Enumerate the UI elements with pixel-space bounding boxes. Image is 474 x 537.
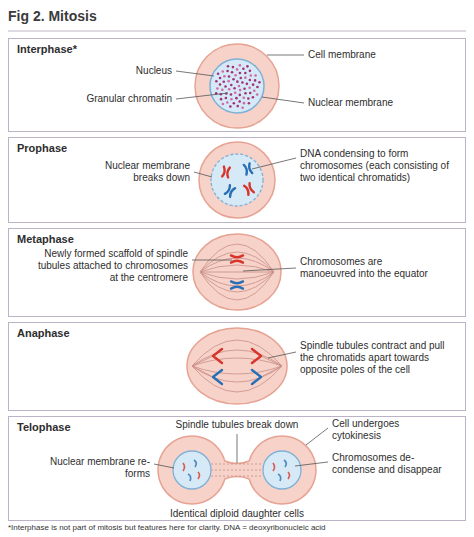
spindle-tubule [200, 244, 274, 272]
annotation-label: Cell membrane [308, 49, 438, 61]
leader-line [237, 434, 238, 463]
stage-name: Telophase [17, 421, 71, 433]
leader-line [176, 71, 214, 76]
chromosome [244, 163, 252, 174]
annotation-label: Cell undergoes cytokinesis [332, 418, 422, 442]
chromosome [222, 167, 230, 178]
annotation-label: Nuclear membrane [308, 97, 438, 109]
figure-title: Fig 2. Mitosis [8, 8, 97, 24]
chromosome [244, 183, 254, 195]
spindle-tubule [200, 272, 274, 273]
spindle-remnant [211, 464, 263, 465]
stage-name: Anaphase [17, 327, 70, 339]
leader-line [262, 97, 304, 103]
annotation-label: Spindle tubules contract and pull the ch… [300, 340, 450, 376]
chromosome [225, 185, 235, 197]
chromosome [231, 281, 243, 288]
leader-line [154, 464, 174, 468]
spindle-tubule [200, 272, 274, 292]
leader-line [192, 260, 232, 261]
annotation-label: Identical diploid daughter cells [137, 508, 337, 520]
leader-line [267, 55, 304, 56]
leader-line [306, 428, 328, 445]
chromosome [231, 255, 243, 262]
spindle-remnant [211, 470, 263, 471]
annotation-label: Nuclear membrane re-forms [40, 456, 150, 480]
spindle-tubule [200, 272, 274, 300]
annotation-label: DNA condensing to form chromosomes (each… [300, 148, 450, 184]
leader-line [176, 93, 228, 99]
spindle-tubule [200, 265, 274, 272]
annotation-label: Nucleus [92, 65, 172, 77]
spindle-remnant [211, 476, 263, 477]
leader-line [194, 172, 212, 177]
metaphase-cell [193, 234, 281, 310]
stage-name: Interphase* [17, 43, 77, 55]
annotation-label: Spindle tubules break down [147, 419, 327, 431]
annotation-label: Chromosomes are manoeuvred into the equa… [300, 256, 440, 280]
leader-line [252, 158, 296, 169]
stage-panel: Interphase* [8, 38, 466, 132]
figure-caption: *Interphase is not part of mitosis but f… [8, 523, 468, 533]
leader-line [268, 352, 296, 358]
title-rule [8, 31, 466, 32]
spindle-tubule [192, 340, 282, 366]
annotation-label: Newly formed scaffold of spindle tubules… [28, 248, 188, 284]
spindle-tubule [200, 272, 274, 286]
stage-name: Prophase [17, 142, 67, 154]
spindle-tubule [200, 252, 274, 272]
spindle-tubule [192, 366, 282, 392]
anaphase-cell [187, 328, 287, 404]
stage-name: Metaphase [17, 233, 74, 245]
leader-line [295, 462, 328, 466]
annotation-label: Chromosomes de-condense and disappear [332, 452, 442, 476]
leader-line [243, 268, 296, 271]
annotation-label: Nuclear membrane breaks down [90, 160, 190, 184]
annotation-label: Granular chromatin [52, 93, 172, 105]
spindle-tubule [200, 272, 274, 279]
interphase-cell [195, 44, 279, 128]
prophase-cell [199, 142, 275, 218]
